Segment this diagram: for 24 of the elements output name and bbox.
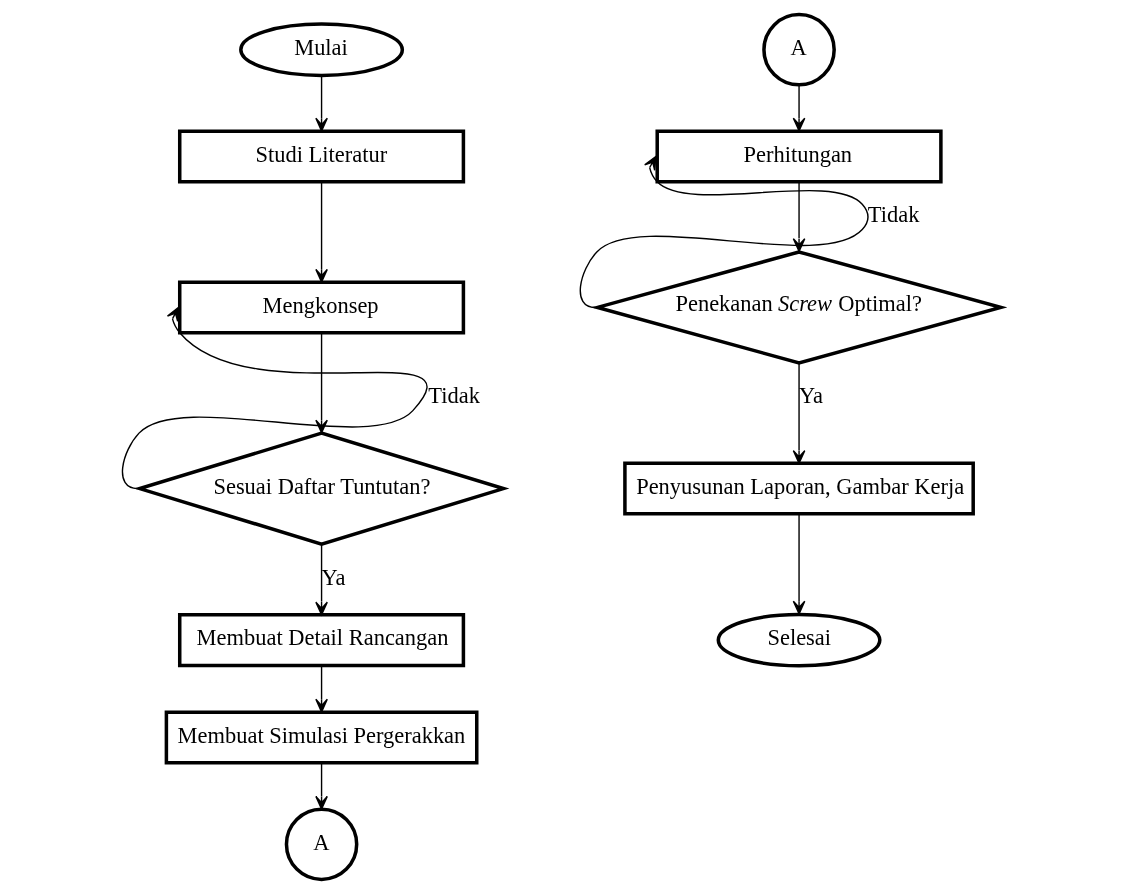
edge-label: Tidak <box>428 382 480 408</box>
node-box: Penyusunan Laporan, Gambar Kerja <box>623 461 975 516</box>
arrow <box>579 155 869 308</box>
arrow <box>792 181 806 252</box>
node-ellipse: Selesai <box>716 612 882 667</box>
edge-label: Tidak <box>867 201 920 227</box>
node-box: Membuat Detail Rancangan <box>177 612 466 667</box>
arrow <box>315 761 328 810</box>
arrow <box>792 512 806 615</box>
arrow <box>315 664 328 713</box>
node-circle: A <box>762 12 836 87</box>
node-box: Studi Literatur <box>177 128 466 183</box>
arrow <box>792 83 806 132</box>
node-circle: A <box>284 806 359 881</box>
arrow <box>792 362 806 464</box>
edge-label: Ya <box>321 564 346 590</box>
arrow <box>121 306 427 489</box>
node-box: Mengkonsep <box>177 279 466 334</box>
node-ellipse: Mulai <box>239 21 405 77</box>
arrow <box>315 74 328 132</box>
arrow <box>315 542 328 615</box>
node-box: Membuat Simulasi Pergerakkan <box>164 710 479 765</box>
node-box: Perhitungan <box>655 128 943 183</box>
arrow <box>315 181 328 283</box>
